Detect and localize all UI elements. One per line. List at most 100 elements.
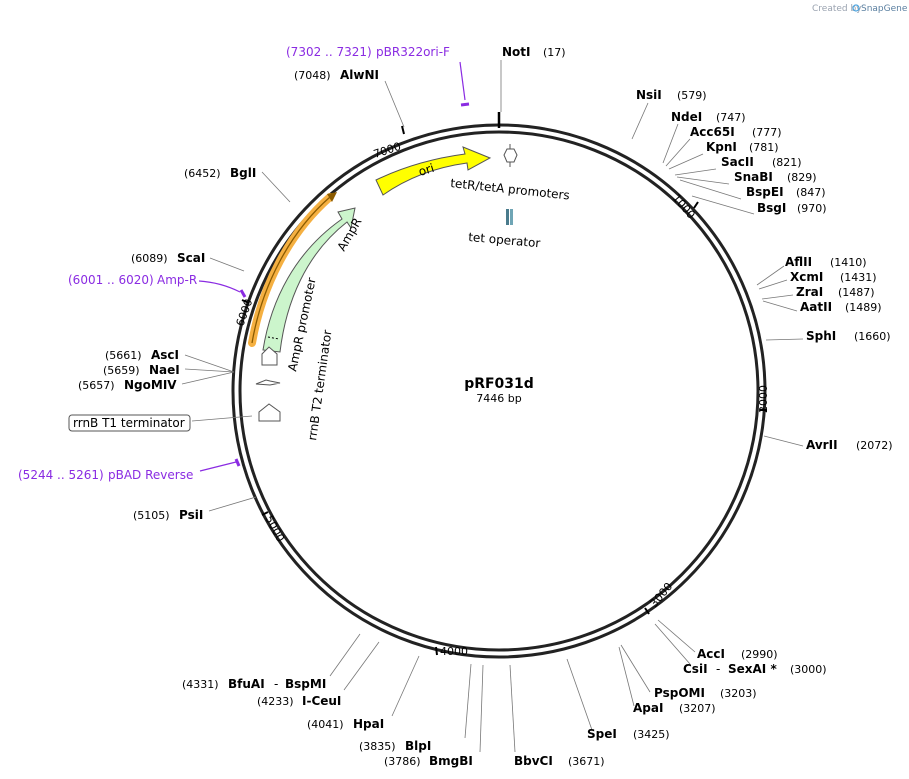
rrnb-t1-leader — [191, 415, 253, 422]
ampr-arrow[interactable] — [262, 207, 356, 353]
site-naei-pos: (5659) — [103, 364, 140, 377]
primer-pbad-mark — [234, 458, 241, 467]
site-snabi-name[interactable]: SnaBI — [734, 170, 773, 184]
tick-label-2000: 2000 — [757, 385, 770, 413]
site-pspomi-name[interactable]: PspOMI — [654, 686, 705, 700]
site-iceui-name[interactable]: I-CeuI — [302, 694, 341, 708]
site-hpai-pos: (4041) — [307, 718, 344, 731]
promoter-icon — [503, 148, 518, 163]
site-apai-name[interactable]: ApaI — [633, 701, 663, 715]
watermark-brand: SnapGene — [861, 4, 908, 14]
site-labels: NotI (17) NsiI (579) NdeI (747) Acc65I (… — [78, 45, 893, 768]
site-zrai-name[interactable]: ZraI — [796, 285, 823, 299]
site-bbvci-pos: (3671) — [568, 755, 605, 768]
ampr-promoter-arrow[interactable] — [261, 346, 278, 366]
site-spei-pos: (3425) — [633, 728, 670, 741]
ori-arrow[interactable] — [375, 146, 492, 196]
site-asci-name[interactable]: AscI — [151, 348, 179, 362]
site-noti-pos: (17) — [543, 46, 566, 59]
rrnb-t2-icon[interactable] — [255, 379, 281, 386]
operator-label: tet operator — [468, 230, 541, 250]
site-aflii-name[interactable]: AflII — [785, 255, 812, 269]
site-bfuai-name[interactable]: BfuAI — [228, 677, 265, 691]
site-acc65i-pos: (777) — [752, 126, 782, 139]
site-aflii-pos: (1410) — [830, 256, 867, 269]
plasmid-name: pRF031d — [464, 376, 534, 392]
site-bgli-name[interactable]: BglI — [230, 166, 256, 180]
site-ngomiv-pos: (5657) — [78, 379, 115, 392]
site-bmgbi-name[interactable]: BmgBI — [429, 754, 473, 768]
site-blpi-pos: (3835) — [359, 740, 396, 753]
primer-ampr-range: (6001 .. 6020) — [68, 273, 154, 287]
site-ngomiv-name[interactable]: NgoMIV — [124, 378, 177, 392]
site-alwni-name[interactable]: AlwNI — [340, 68, 379, 82]
promoters-label: tetR/tetA promoters — [450, 176, 571, 202]
primer-ampr-mark — [239, 289, 247, 298]
primer-pbr322ori-range: (7302 .. 7321) — [286, 45, 372, 59]
site-bspei-name[interactable]: BspEI — [746, 185, 784, 199]
snapgene-logo-icon — [852, 4, 860, 12]
primer-pbad-name: pBAD Reverse — [108, 468, 193, 482]
rrnb-t1-icon[interactable] — [258, 403, 281, 422]
ampr-highlight-arrowhead — [327, 192, 337, 202]
tick-7000 — [401, 125, 405, 135]
tick-6000 — [241, 299, 250, 304]
site-nsii-name[interactable]: NsiI — [636, 88, 662, 102]
site-acc65i-name[interactable]: Acc65I — [690, 125, 735, 139]
site-blpi-name[interactable]: BlpI — [405, 739, 431, 753]
ampr-highlight-line — [251, 196, 331, 344]
site-csii-name[interactable]: CsiI — [683, 662, 708, 676]
site-psii-name[interactable]: PsiI — [179, 508, 203, 522]
site-xcmi-name[interactable]: XcmI — [790, 270, 823, 284]
site-sacii-name[interactable]: SacII — [721, 155, 754, 169]
tet-operator-icon — [506, 209, 513, 225]
site-avrii-pos: (2072) — [856, 439, 893, 452]
site-zrai-pos: (1487) — [838, 286, 875, 299]
site-sphi-pos: (1660) — [854, 330, 891, 343]
site-bbvci-name[interactable]: BbvCI — [514, 754, 553, 768]
features: ori tetR/tetA promoters tet operator Amp… — [68, 144, 571, 441]
site-aatii-name[interactable]: AatII — [800, 300, 832, 314]
tick-4000 — [435, 646, 438, 656]
primer-ampr-name: Amp-R — [157, 273, 197, 287]
tick-label-5000: 5000 — [262, 513, 287, 544]
primer-pbr322ori-line — [459, 61, 466, 101]
site-bsgi-name[interactable]: BsgI — [757, 201, 786, 215]
site-bfuai-sep: - — [274, 677, 278, 691]
site-xcmi-pos: (1431) — [840, 271, 877, 284]
site-noti-name[interactable]: NotI — [502, 45, 531, 59]
tick-1000 — [693, 201, 699, 209]
rrnb-t1-labelbox — [68, 414, 191, 432]
site-bsgi-pos: (970) — [797, 202, 827, 215]
ampr-promoter-overlap — [267, 336, 280, 340]
site-psii-pos: (5105) — [133, 509, 170, 522]
site-sexai-name[interactable]: SexAI * — [728, 662, 777, 676]
site-kpni-name[interactable]: KpnI — [706, 140, 737, 154]
site-bfuai-pos: (4331) — [182, 678, 219, 691]
site-bmgbi-pos: (3786) — [384, 755, 421, 768]
backbone-inner — [238, 130, 760, 652]
site-avrii-name[interactable]: AvrII — [806, 438, 838, 452]
site-pspomi-pos: (3203) — [720, 687, 757, 700]
primer-pbad-range: (5244 .. 5261) — [18, 468, 104, 482]
primer-pbr322ori-name: pBR322ori-F — [376, 45, 450, 59]
site-kpni-pos: (781) — [749, 141, 779, 154]
site-aatii-pos: (1489) — [845, 301, 882, 314]
site-spei-name[interactable]: SpeI — [587, 727, 617, 741]
primers: (7302 .. 7321) pBR322ori-F (6001 .. 6020… — [18, 45, 470, 482]
site-iceui-pos: (4233) — [257, 695, 294, 708]
site-bgli-pos: (6452) — [184, 167, 221, 180]
site-asci-pos: (5661) — [105, 349, 142, 362]
watermark-prefix: Created by — [812, 4, 862, 14]
primer-pbad-line — [199, 461, 237, 472]
site-bspmi-name[interactable]: BspMI — [285, 677, 326, 691]
site-csii-pos: (3000) — [790, 663, 827, 676]
site-ndei-name[interactable]: NdeI — [671, 110, 702, 124]
site-acci-pos: (2990) — [741, 648, 778, 661]
primer-pbr322ori-mark — [460, 102, 470, 107]
site-sphi-name[interactable]: SphI — [806, 329, 836, 343]
site-acci-name[interactable]: AccI — [697, 647, 725, 661]
site-naei-name[interactable]: NaeI — [149, 363, 180, 377]
site-scai-name[interactable]: ScaI — [177, 251, 205, 265]
site-hpai-name[interactable]: HpaI — [353, 717, 384, 731]
